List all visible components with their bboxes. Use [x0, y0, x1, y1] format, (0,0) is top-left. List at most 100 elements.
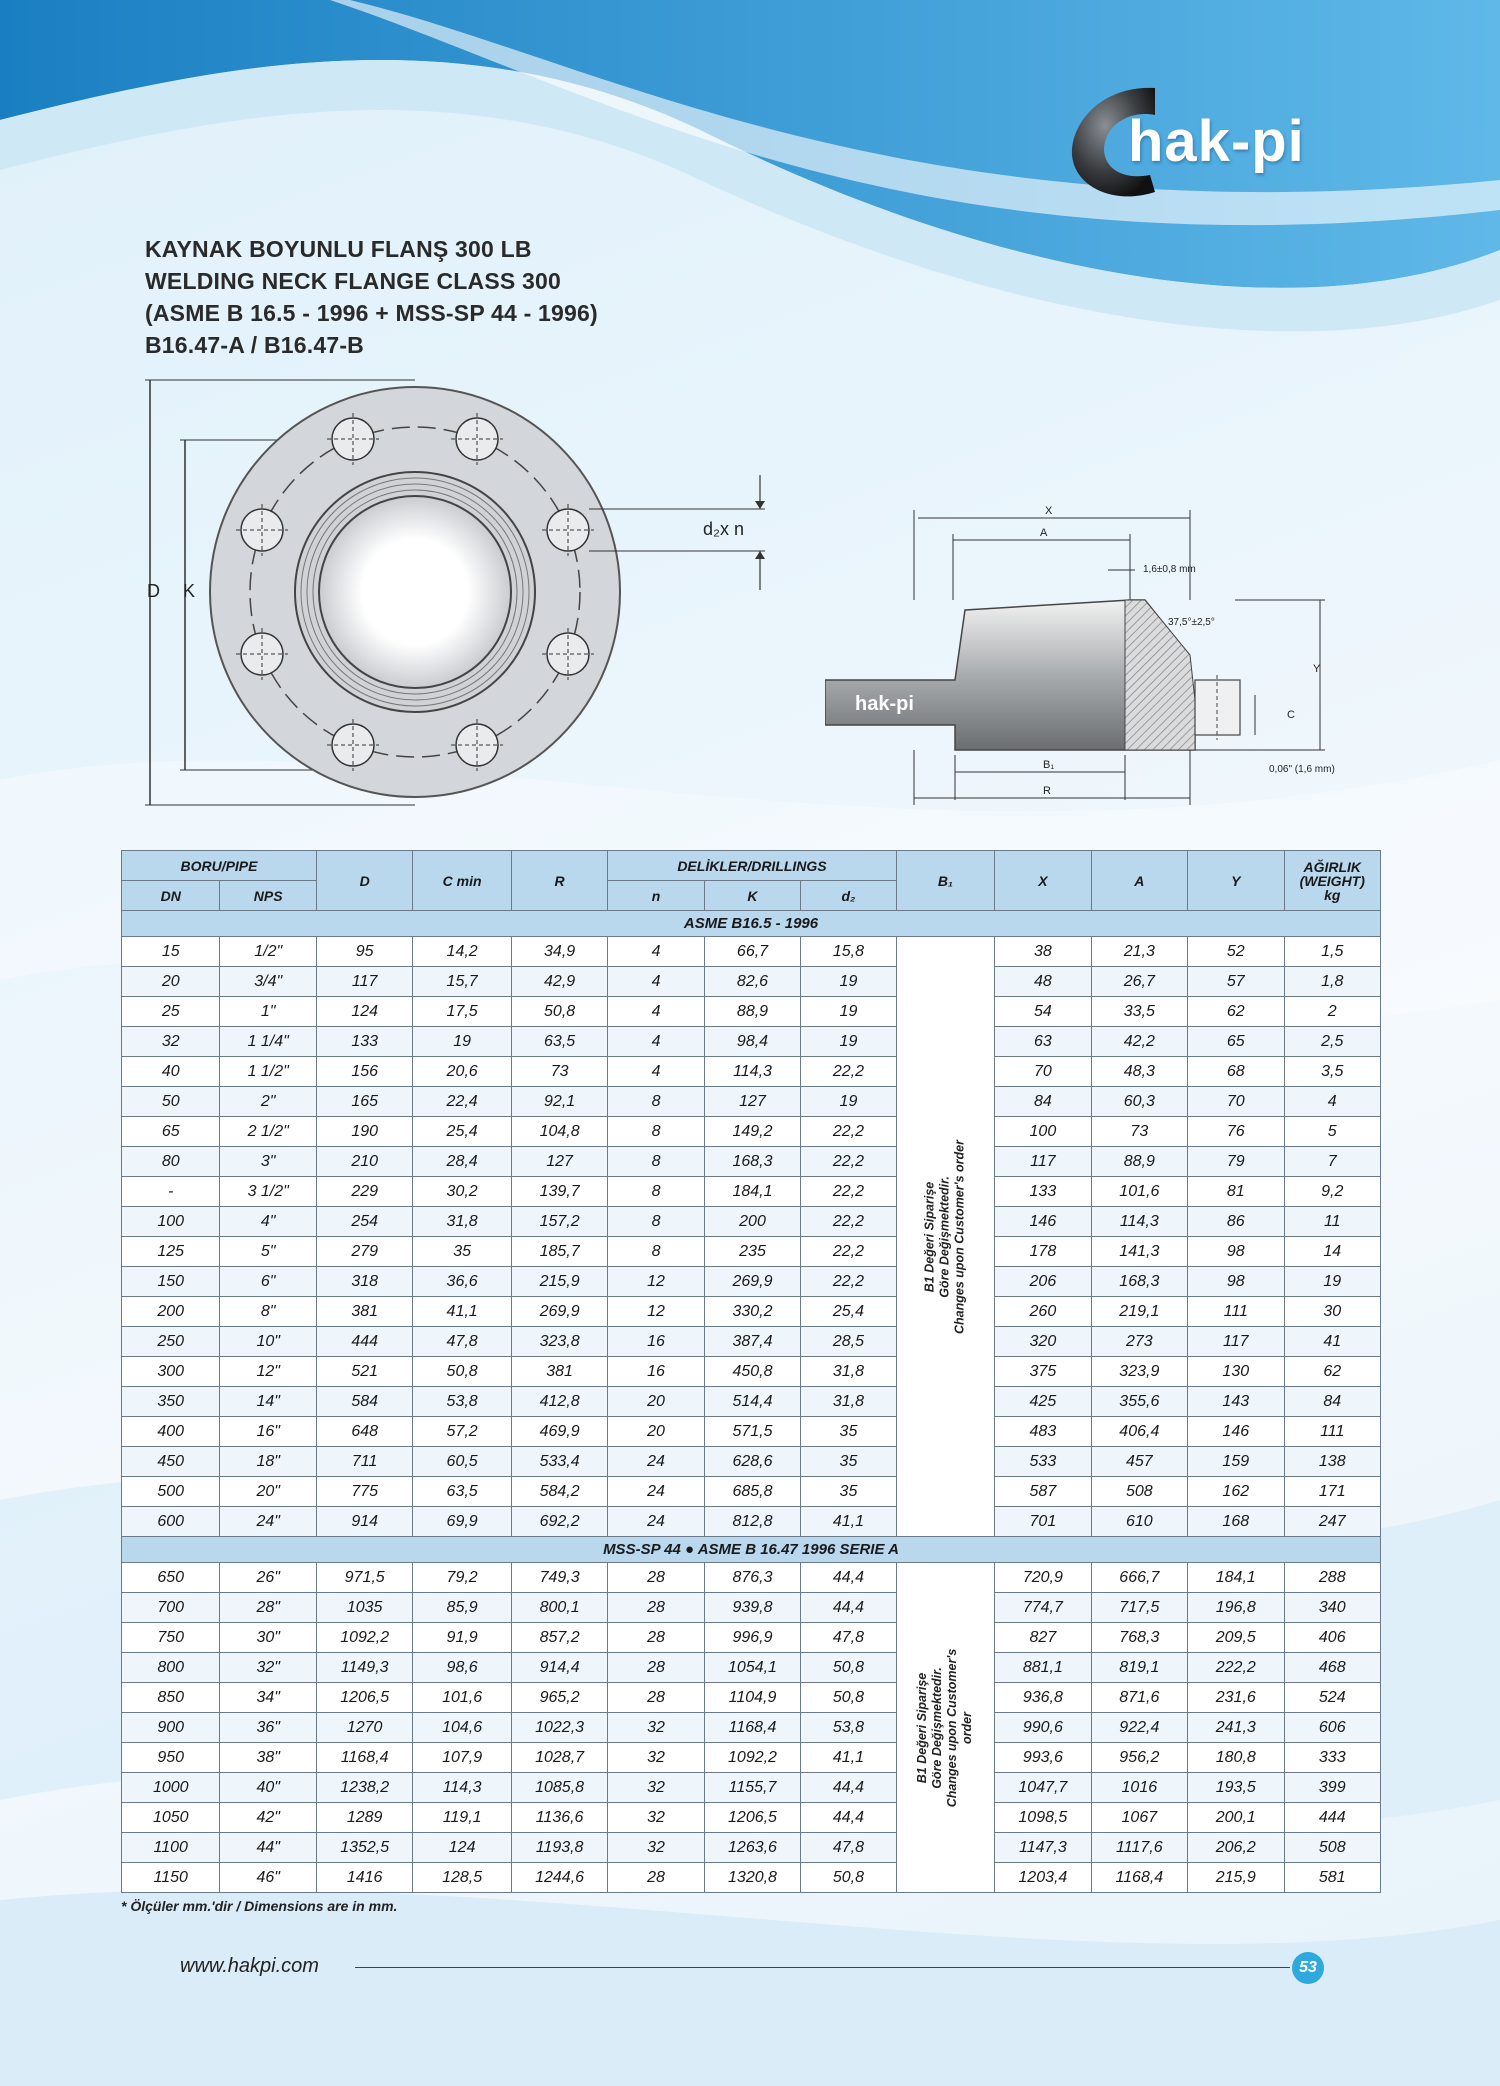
- table-cell: 92,1: [510, 1086, 609, 1117]
- table-cell: 950: [120, 1742, 221, 1773]
- table-cell: -: [120, 1176, 221, 1207]
- table-cell: 32: [607, 1832, 705, 1863]
- table-cell: 114,3: [1090, 1206, 1189, 1237]
- table-cell: 62: [1283, 1356, 1381, 1387]
- dimensions-table-wrapper: BORU/PIPE D C min R DELİKLER/DRILLINGS B…: [120, 850, 1381, 1893]
- table-cell: 1193,8: [510, 1832, 609, 1863]
- table-cell: 209,5: [1187, 1622, 1285, 1653]
- table-cell: 30: [1283, 1296, 1381, 1327]
- table-cell: 971,5: [315, 1562, 414, 1593]
- header-weight-line3: kg: [1324, 886, 1341, 903]
- table-cell: 775: [315, 1476, 414, 1507]
- table-cell: 50: [120, 1086, 221, 1117]
- table-cell: 1168,4: [703, 1712, 802, 1743]
- table-cell: 628,6: [703, 1446, 802, 1477]
- table-cell: 876,3: [703, 1562, 802, 1593]
- table-cell: 47,8: [800, 1622, 897, 1653]
- table-cell: 1117,6: [1090, 1832, 1189, 1863]
- table-cell: 269,9: [510, 1296, 609, 1327]
- table-cell: 70: [994, 1056, 1092, 1087]
- table-cell: 350: [120, 1386, 221, 1417]
- table-cell: 100: [120, 1206, 221, 1237]
- table-cell: 269,9: [703, 1266, 802, 1297]
- table-cell: 32": [219, 1652, 317, 1683]
- table-cell: 323,9: [1090, 1356, 1189, 1387]
- table-cell: 8: [607, 1116, 705, 1147]
- table-cell: 2,5: [1283, 1026, 1381, 1057]
- table-cell: 53,8: [412, 1386, 512, 1417]
- table-cell: 80: [120, 1146, 221, 1177]
- table-cell: 82,6: [703, 966, 802, 997]
- table-cell: 3 1/2": [219, 1176, 317, 1207]
- table-cell: 701: [994, 1506, 1092, 1537]
- table-cell: 107,9: [412, 1742, 512, 1773]
- table-cell: 857,2: [510, 1622, 609, 1653]
- table-cell: 53,8: [800, 1712, 897, 1743]
- page-title: KAYNAK BOYUNLU FLANŞ 300 LB WELDING NECK…: [145, 233, 598, 361]
- table-cell: 139,7: [510, 1176, 609, 1207]
- table-cell: 457: [1090, 1446, 1189, 1477]
- table-cell: 12: [607, 1266, 705, 1297]
- header-weight-line1: AĞIRLIK: [1303, 858, 1362, 875]
- table-cell: 33,5: [1090, 996, 1189, 1027]
- table-cell: 1149,3: [315, 1652, 414, 1683]
- table-cell: 2": [219, 1086, 317, 1117]
- table-cell: 4": [219, 1206, 317, 1237]
- table-cell: 406: [1283, 1622, 1381, 1653]
- table-cell: 48,3: [1090, 1056, 1189, 1087]
- table-cell: 165: [315, 1086, 414, 1117]
- table-cell: 46": [219, 1862, 317, 1893]
- header-cmin: C min: [412, 850, 512, 911]
- table-cell: 8: [607, 1146, 705, 1177]
- footnote: * Ölçüler mm.'dir / Dimensions are in mm…: [121, 1898, 398, 1914]
- table-cell: 24: [607, 1446, 705, 1477]
- table-cell: 24: [607, 1506, 705, 1537]
- table-cell: 4: [1283, 1086, 1381, 1117]
- table-cell: 19: [800, 966, 897, 997]
- table-cell: 65: [120, 1116, 221, 1147]
- table-cell: 1352,5: [315, 1832, 414, 1863]
- table-cell: 119,1: [412, 1802, 512, 1833]
- table-cell: 20": [219, 1476, 317, 1507]
- table-cell: 25,4: [800, 1296, 897, 1327]
- table-cell: 44,4: [800, 1802, 897, 1833]
- table-cell: 35: [800, 1476, 897, 1507]
- table-cell: 610: [1090, 1506, 1189, 1537]
- table-cell: 42,2: [1090, 1026, 1189, 1057]
- table-cell: 231,6: [1187, 1682, 1285, 1713]
- table-cell: 819,1: [1090, 1652, 1189, 1683]
- table-cell: 168,3: [1090, 1266, 1189, 1297]
- table-cell: 1022,3: [510, 1712, 609, 1743]
- website-link[interactable]: www.hakpi.com: [180, 1955, 319, 1977]
- table-cell: 35: [800, 1416, 897, 1447]
- table-cell: 3/4": [219, 966, 317, 997]
- table-cell: 1416: [315, 1862, 414, 1893]
- table-cell: 600: [120, 1506, 221, 1537]
- table-cell: 241,3: [1187, 1712, 1285, 1743]
- header-n: n: [607, 880, 705, 911]
- table-cell: 146: [994, 1206, 1092, 1237]
- table-cell: 1098,5: [994, 1802, 1092, 1833]
- table-cell: 98: [1187, 1266, 1285, 1297]
- table-cell: 3": [219, 1146, 317, 1177]
- table-cell: 40": [219, 1772, 317, 1803]
- table-cell: 247: [1283, 1506, 1381, 1537]
- table-cell: 19: [800, 996, 897, 1027]
- table-cell: 50,8: [800, 1862, 897, 1893]
- table-cell: 79,2: [412, 1562, 512, 1593]
- table-cell: 1100: [120, 1832, 221, 1863]
- table-cell: 8: [607, 1176, 705, 1207]
- table-cell: 993,6: [994, 1742, 1092, 1773]
- table-cell: 469,9: [510, 1416, 609, 1447]
- table-cell: 32: [607, 1742, 705, 1773]
- table-cell: 133: [315, 1026, 414, 1057]
- table-cell: 100: [994, 1116, 1092, 1147]
- table-cell: 35: [800, 1446, 897, 1477]
- table-cell: 47,8: [800, 1832, 897, 1863]
- table-cell: 65: [1187, 1026, 1285, 1057]
- table-cell: 1000: [120, 1772, 221, 1803]
